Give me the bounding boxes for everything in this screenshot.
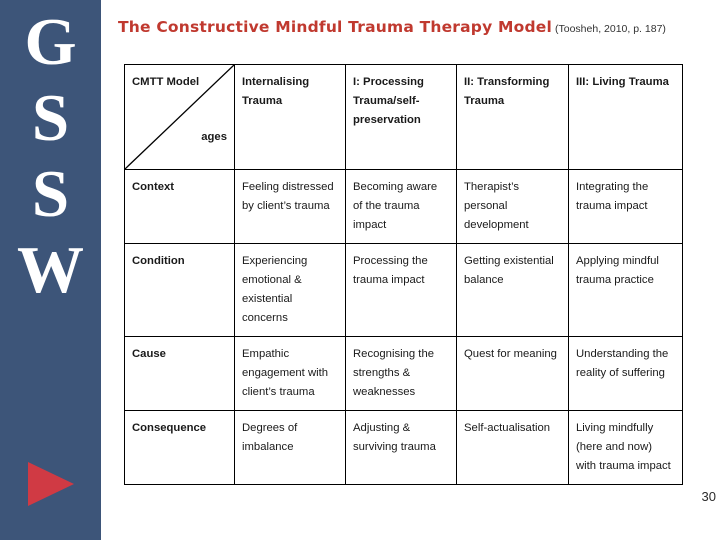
- table-corner-cell: CMTT Model ages: [124, 64, 235, 170]
- table-corner-row-label: CMTT Model: [132, 76, 200, 88]
- table-cell: Self-actualisation: [456, 410, 569, 485]
- table-row: Context Feeling distressed by client’s t…: [124, 169, 683, 244]
- table-cell: Applying mindful trauma practice: [568, 243, 683, 337]
- page-title: The Constructive Mindful Trauma Therapy …: [118, 18, 716, 37]
- sidebar-logo-letter-w: W: [17, 233, 84, 307]
- table-row-label-cause: Cause: [124, 336, 235, 411]
- play-triangle-icon: [28, 462, 74, 506]
- page-title-main: The Constructive Mindful Trauma Therapy …: [118, 18, 552, 36]
- table-row-label-context: Context: [124, 169, 235, 244]
- sidebar-logo-letter-s2: S: [31, 157, 70, 231]
- table-cell: Adjusting & surviving trauma: [345, 410, 457, 485]
- page-number: 30: [701, 489, 716, 504]
- table-cell: Therapist’s personal development: [456, 169, 569, 244]
- table-cell: Degrees of imbalance: [234, 410, 346, 485]
- table-column-header-4: III: Living Trauma: [568, 64, 683, 170]
- table-cell: Experiencing emotional & existential con…: [234, 243, 346, 337]
- table-cell: Getting existential balance: [456, 243, 569, 337]
- table-row: Condition Experiencing emotional & exist…: [124, 243, 683, 337]
- table-column-header-2: I: Processing Trauma/self-preservation: [345, 64, 457, 170]
- page-title-citation: (Toosheh, 2010, p. 187): [555, 23, 666, 35]
- table-cell: Understanding the reality of suffering: [568, 336, 683, 411]
- table-column-header-3: II: Transforming Trauma: [456, 64, 569, 170]
- table-cell: Feeling distressed by client’s trauma: [234, 169, 346, 244]
- table-cell: Recognising the strengths & weaknesses: [345, 336, 457, 411]
- table-header-row: CMTT Model ages Internalising Trauma I: …: [124, 64, 683, 170]
- sidebar-logo-letters: G S S W: [0, 4, 101, 308]
- table-corner-col-label: ages: [201, 131, 227, 143]
- table-cell: Quest for meaning: [456, 336, 569, 411]
- branding-sidebar: G S S W: [0, 0, 101, 540]
- table-cell: Empathic engagement with client’s trauma: [234, 336, 346, 411]
- table-cell: Living mindfully (here and now) with tra…: [568, 410, 683, 485]
- table-cell: Becoming aware of the trauma impact: [345, 169, 457, 244]
- table-row: Cause Empathic engagement with client’s …: [124, 336, 683, 411]
- table-cell: Processing the trauma impact: [345, 243, 457, 337]
- sidebar-logo-letter-s1: S: [31, 81, 70, 155]
- table-row-label-condition: Condition: [124, 243, 235, 337]
- sidebar-logo-letter-g: G: [24, 5, 77, 79]
- table-row-label-consequence: Consequence: [124, 410, 235, 485]
- table-row: Consequence Degrees of imbalance Adjusti…: [124, 410, 683, 485]
- table-column-header-1: Internalising Trauma: [234, 64, 346, 170]
- cmtt-model-table: CMTT Model ages Internalising Trauma I: …: [124, 64, 683, 485]
- table-cell: Integrating the trauma impact: [568, 169, 683, 244]
